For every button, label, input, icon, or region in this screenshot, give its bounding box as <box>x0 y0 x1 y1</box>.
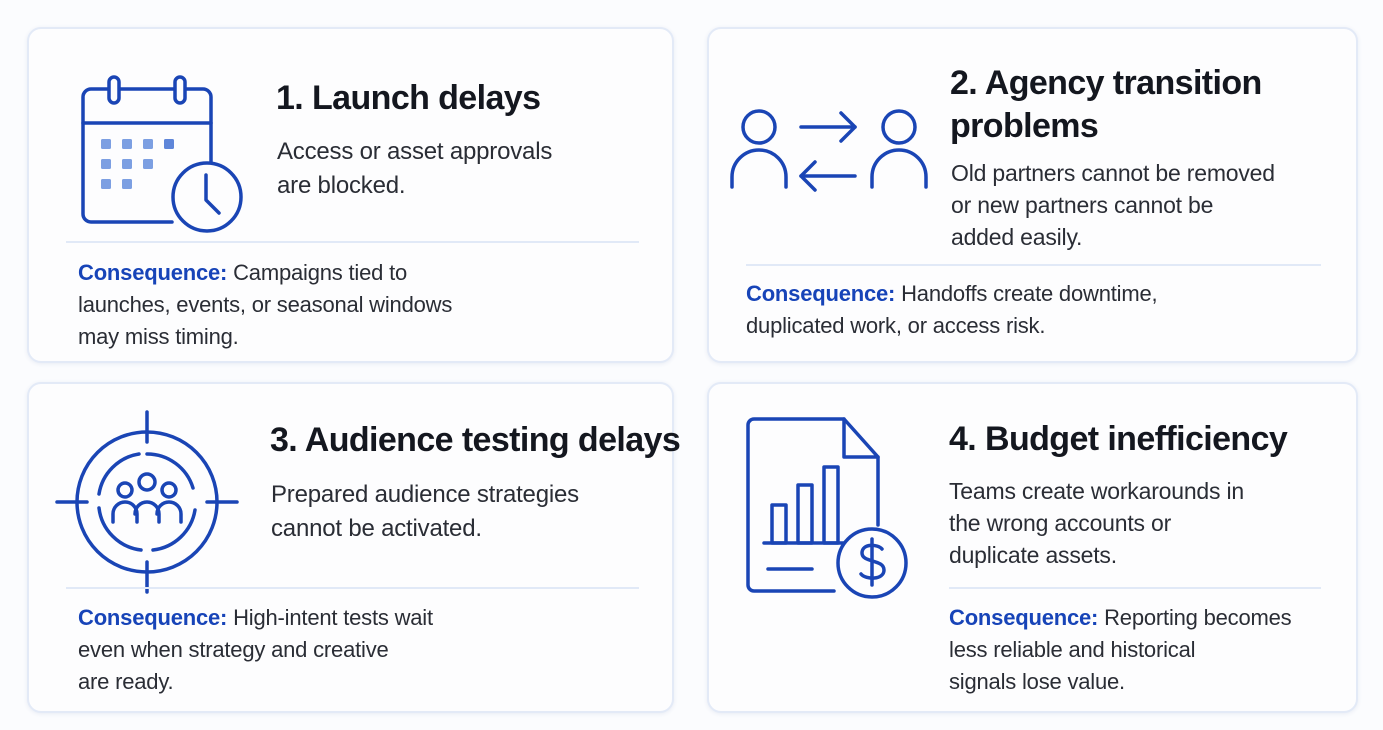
card-consequence: Consequence: High-intent tests wait even… <box>78 602 433 698</box>
consequence-line: duplicated work, or access risk. <box>746 313 1046 338</box>
consequence-line: even when strategy and creative <box>78 637 389 662</box>
consequence-line: Handoffs create downtime, <box>901 281 1158 306</box>
card-description: Teams create workarounds in the wrong ac… <box>949 475 1244 571</box>
consequence-line: Campaigns tied to <box>233 260 408 285</box>
consequence-line: may miss timing. <box>78 324 239 349</box>
description-line: cannot be activated. <box>271 515 482 542</box>
card-title: 1. Launch delays <box>276 79 541 117</box>
consequence-label: Consequence: <box>746 281 896 306</box>
consequence-line: signals lose value. <box>949 669 1125 694</box>
consequence-label: Consequence: <box>78 605 228 630</box>
consequence-line: launches, events, or seasonal windows <box>78 292 453 317</box>
card-consequence: Consequence: Campaigns tied to launches,… <box>78 257 452 353</box>
card-agency-transition-problems: 2. Agency transition problems Old partne… <box>707 27 1358 363</box>
card-title: 2. Agency transition problems <box>950 62 1262 148</box>
consequence-line: less reliable and historical <box>949 637 1196 662</box>
card-divider <box>746 264 1321 266</box>
card-divider <box>949 587 1321 589</box>
description-line: Old partners cannot be removed <box>951 160 1275 186</box>
card-launch-delays: 1. Launch delays Access or asset approva… <box>27 27 674 363</box>
card-description: Old partners cannot be removed or new pa… <box>951 157 1275 253</box>
card-divider <box>66 587 639 589</box>
description-line: Prepared audience strategies <box>271 481 579 508</box>
description-line: are blocked. <box>277 172 406 199</box>
consequence-line: Reporting becomes <box>1104 605 1292 630</box>
card-divider <box>66 241 639 243</box>
description-line: the wrong accounts or <box>949 510 1172 536</box>
card-title: 3. Audience testing delays <box>270 421 681 459</box>
description-line: Teams create workarounds in <box>949 478 1245 504</box>
audience-target-icon <box>55 410 239 594</box>
consequence-line: are ready. <box>78 669 174 694</box>
description-line: duplicate assets. <box>949 542 1117 568</box>
card-consequence: Consequence: Reporting becomes less reli… <box>949 602 1292 698</box>
people-swap-icon <box>729 107 929 197</box>
description-line: Access or asset approvals <box>277 138 553 165</box>
card-title: 4. Budget inefficiency <box>949 420 1288 458</box>
title-line: problems <box>950 107 1099 145</box>
card-audience-testing-delays: 3. Audience testing delays Prepared audi… <box>27 382 681 713</box>
card-description: Prepared audience strategies cannot be a… <box>271 478 579 546</box>
title-line: 2. Agency transition <box>950 64 1262 102</box>
consequence-line: High-intent tests wait <box>233 605 433 630</box>
budget-report-icon <box>744 415 914 605</box>
consequence-label: Consequence: <box>949 605 1099 630</box>
card-description: Access or asset approvals are blocked. <box>277 135 552 203</box>
card-consequence: Consequence: Handoffs create downtime, d… <box>746 278 1158 342</box>
description-line: added easily. <box>951 224 1083 250</box>
description-line: or new partners cannot be <box>951 192 1214 218</box>
consequence-label: Consequence: <box>78 260 228 285</box>
calendar-clock-icon <box>77 67 247 237</box>
card-budget-inefficiency: 4. Budget inefficiency Teams create work… <box>707 382 1358 713</box>
